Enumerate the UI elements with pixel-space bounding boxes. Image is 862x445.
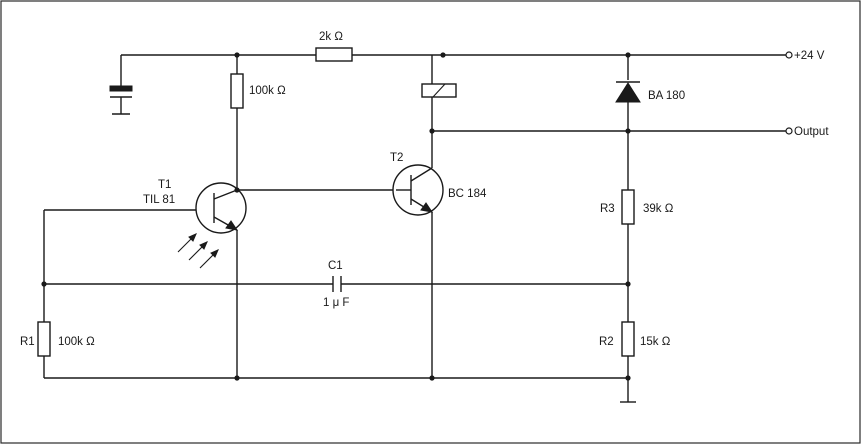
label-r1-name: R1 bbox=[20, 336, 35, 348]
label-output: Output bbox=[794, 126, 829, 138]
decoupling-capacitor bbox=[109, 85, 133, 115]
feedback-line bbox=[44, 276, 628, 292]
output-terminal bbox=[785, 127, 793, 135]
phototransistor-t1 bbox=[195, 182, 410, 378]
label-t1-name: T1 bbox=[158, 179, 171, 191]
resistor-100k-collector bbox=[230, 55, 244, 190]
light-arrows bbox=[177, 233, 219, 269]
supply-rail bbox=[120, 54, 786, 86]
resistor-r3 bbox=[621, 189, 635, 225]
label-supply: +24 V bbox=[794, 50, 825, 62]
label-2k: 2k Ω bbox=[319, 31, 343, 43]
label-t1-type: TIL 81 bbox=[143, 194, 175, 206]
output-line bbox=[432, 130, 786, 190]
label-c1-value: 1 μ F bbox=[323, 297, 349, 309]
supply-terminal bbox=[785, 51, 793, 59]
resistor-2k bbox=[315, 47, 353, 62]
label-100k-collector: 100k Ω bbox=[249, 85, 286, 97]
label-diode: BA 180 bbox=[648, 90, 685, 102]
label-r2-name: R2 bbox=[599, 336, 614, 348]
label-r2-value: 15k Ω bbox=[640, 336, 671, 348]
label-r1-value: 100k Ω bbox=[58, 336, 95, 348]
resistor-r2 bbox=[621, 321, 635, 357]
diode-ba180 bbox=[615, 55, 641, 131]
relay-coil bbox=[421, 55, 457, 131]
junction-dots bbox=[41, 52, 631, 381]
left-column bbox=[37, 210, 51, 378]
label-t2-name: T2 bbox=[390, 152, 403, 164]
label-r3-name: R3 bbox=[600, 203, 615, 215]
transistor-t2 bbox=[392, 131, 444, 378]
label-r3-value: 39k Ω bbox=[643, 203, 674, 215]
label-c1-name: C1 bbox=[328, 260, 343, 272]
label-t2-type: BC 184 bbox=[448, 188, 487, 200]
